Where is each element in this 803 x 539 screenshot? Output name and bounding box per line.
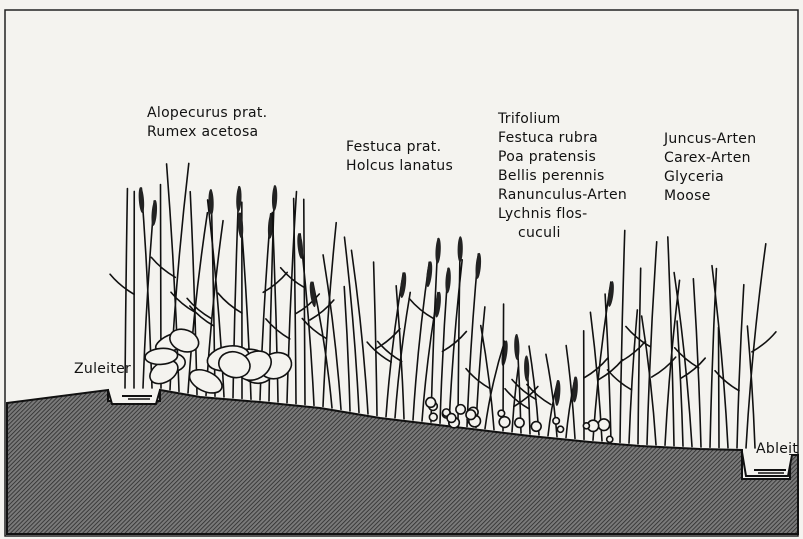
clover-leaf [499, 417, 510, 428]
seed-head [138, 187, 145, 213]
label-group-trifolium: TrifoliumFestuca rubraPoa pratensisBelli… [498, 110, 627, 243]
grass-stem [458, 237, 460, 425]
seed-head [524, 355, 530, 381]
clover-leaf [456, 405, 465, 414]
seed-head [237, 212, 244, 238]
clover-leaf [607, 436, 613, 442]
seed-head [151, 200, 158, 226]
grass-leaf [608, 370, 632, 390]
grass-stem [718, 327, 719, 447]
grass-stem [620, 230, 625, 442]
seed-head [457, 236, 463, 262]
clover-leaf [598, 419, 610, 431]
seed-head [514, 334, 520, 360]
grass-leaf [151, 257, 175, 277]
grass-leaf [376, 329, 400, 349]
seed-head [445, 267, 452, 293]
grass-leaf [675, 348, 699, 368]
clover-leaf [531, 422, 541, 432]
species-label: Festuca prat. [346, 138, 453, 157]
species-label: Rumex acetosa [147, 123, 267, 142]
species-label: Juncus-Arten [664, 130, 756, 149]
label-group-juncus: Juncus-ArtenCarex-ArtenGlyceriaMoose [664, 130, 756, 206]
grass-leaf [218, 293, 242, 313]
species-label: Bellis perennis [498, 167, 627, 186]
grass-stem [396, 286, 404, 419]
seed-head [272, 185, 278, 211]
grass-leaf [599, 360, 623, 380]
grass-stem [374, 262, 377, 415]
clover-leaf [447, 414, 456, 423]
species-label: Festuca rubra [498, 129, 627, 148]
grass-stem [647, 242, 657, 445]
clover-leaf [429, 413, 437, 421]
species-label: cuculi [498, 224, 627, 243]
clover-leaf [498, 410, 505, 417]
grass-leaf [409, 298, 433, 318]
clover-leaf [553, 418, 560, 425]
grass-stem [638, 268, 641, 444]
seed-head [607, 281, 615, 307]
clover-leaf [515, 418, 524, 427]
inlet-ditch [108, 390, 160, 404]
grass-leaf [378, 341, 402, 361]
label-inlet-zuleiter: Zuleiter [74, 360, 131, 379]
grass-stem [304, 199, 305, 404]
clover-leaf [557, 426, 563, 432]
grass-stem [294, 198, 296, 403]
grass-leaf [302, 318, 326, 338]
label-group-festuca-pratensis: Festuca prat.Holcus lanatus [346, 138, 453, 176]
species-label: Alopecurus prat. [147, 104, 267, 123]
grass-stem [712, 266, 728, 448]
species-label: Ranunculus-Arten [498, 186, 627, 205]
seed-head [435, 238, 441, 264]
grass-stem [323, 255, 341, 410]
grass-stem [413, 262, 429, 420]
label-outlet-ableit: Ableit [756, 440, 798, 459]
grass-stem [629, 310, 637, 443]
seed-head [475, 253, 482, 279]
species-label: Poa pratensis [498, 148, 627, 167]
species-label: Holcus lanatus [346, 157, 453, 176]
clover-leaf [466, 410, 476, 420]
grass-stem [190, 192, 197, 395]
species-label: Lychnis flos- [498, 205, 627, 224]
clover-leaf [426, 398, 436, 408]
grass-stem [737, 285, 744, 448]
grass-stem [344, 287, 350, 411]
grass-leaf [110, 274, 134, 294]
ground-profile [7, 390, 798, 534]
species-label: Glyceria [664, 168, 756, 187]
clover-leaf [583, 423, 589, 429]
label-group-alopecurus: Alopecurus prat.Rumex acetosa [147, 104, 267, 142]
species-label: Trifolium [498, 110, 627, 129]
species-label: Moose [664, 187, 756, 206]
species-label: Carex-Arten [664, 149, 756, 168]
seed-head [554, 380, 561, 406]
